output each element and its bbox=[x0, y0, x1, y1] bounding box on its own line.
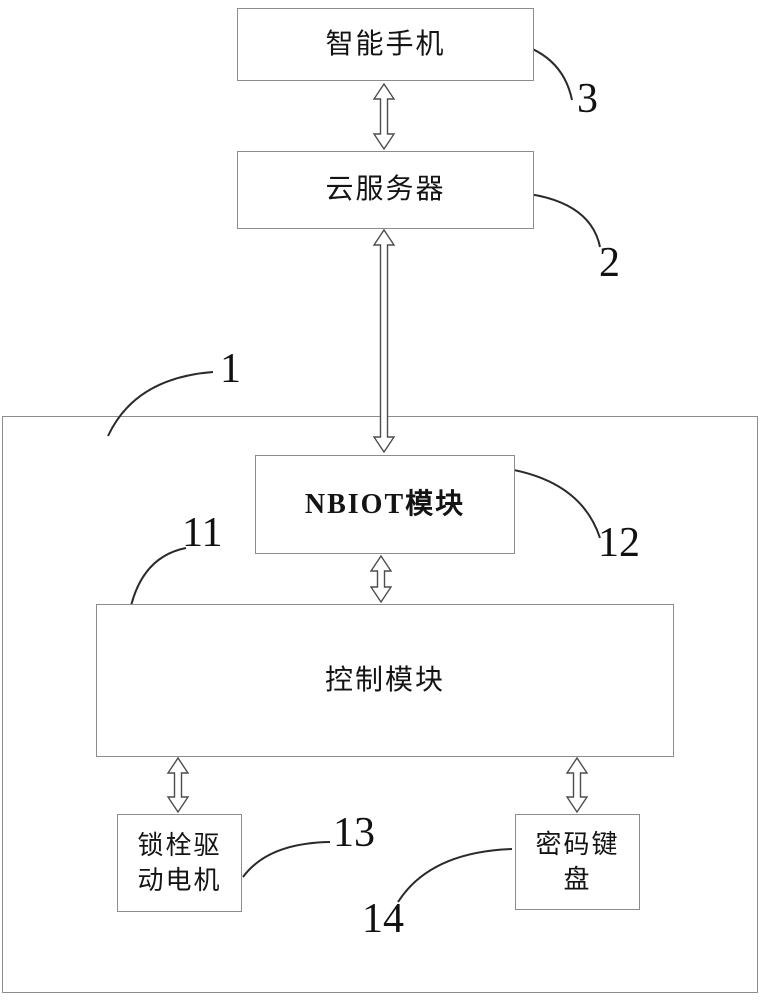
ref-label-11: 11 bbox=[182, 510, 223, 556]
leader-line-ref-13 bbox=[242, 841, 331, 878]
box-password-keypad: 密码键 盘 bbox=[515, 814, 640, 910]
double-arrow-smartphone-cloud bbox=[372, 82, 396, 151]
double-arrow-cloud-nbiot bbox=[372, 228, 396, 454]
box-smartphone-label: 智能手机 bbox=[325, 28, 446, 60]
box-control-module: 控制模块 bbox=[96, 604, 674, 757]
double-arrow-control-motor bbox=[166, 756, 190, 814]
box-bolt-drive-motor-label-line2: 动电机 bbox=[137, 866, 222, 895]
box-nbiot-module-label: NBIOT模块 bbox=[304, 488, 466, 520]
box-password-keypad-label-line1: 密码键 bbox=[535, 829, 620, 859]
ref-label-2: 2 bbox=[599, 240, 620, 286]
double-arrow-nbiot-control bbox=[369, 554, 393, 604]
ref-label-12: 12 bbox=[598, 520, 640, 566]
ref-label-1: 1 bbox=[220, 346, 241, 392]
leader-line-ref-14 bbox=[397, 848, 513, 903]
ref-label-14: 14 bbox=[362, 896, 404, 942]
leader-line-ref-1 bbox=[107, 371, 214, 437]
ref-label-3: 3 bbox=[577, 76, 598, 122]
ref-label-13: 13 bbox=[333, 810, 375, 856]
box-control-module-label: 控制模块 bbox=[324, 664, 445, 696]
box-smartphone: 智能手机 bbox=[237, 8, 534, 81]
box-nbiot-module: NBIOT模块 bbox=[255, 455, 515, 554]
box-bolt-drive-motor-label-line1: 锁栓驱 bbox=[137, 830, 222, 860]
box-cloud-server: 云服务器 bbox=[237, 151, 534, 229]
box-bolt-drive-motor: 锁栓驱 动电机 bbox=[117, 814, 242, 912]
box-cloud-server-label: 云服务器 bbox=[325, 174, 446, 206]
box-password-keypad-label-line2: 盘 bbox=[563, 865, 592, 894]
double-arrow-control-keypad bbox=[565, 756, 589, 814]
